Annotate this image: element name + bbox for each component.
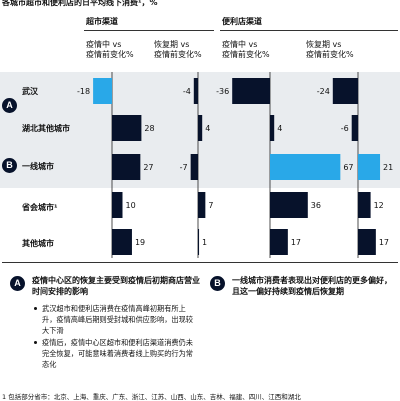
bar-s1-r4 [198,229,200,255]
channel-supermarket: 超市渠道 [86,17,118,26]
note-b-heading: 一线城市消费者表现出对便利店的更多偏好，且这一偏好持续到疫情后恢复期 [232,276,392,296]
row-label-tier1: 一线城市 [22,162,54,171]
bar-label-s3-r0: -24 [317,87,330,96]
bar-label-s2-r2: 67 [343,163,353,172]
column-header-conv-recovery: 恢复期 vs 疫情前变化% [306,40,354,59]
bar-s3-r4 [358,229,376,255]
footnote: 1 包括部分省市：北京、上海、重庆、广东、浙江、江苏、山西、山东、吉林、福建、四… [2,393,301,401]
bar-label-s1-r1: 4 [205,124,210,133]
bar-label-s0-r1: 28 [144,124,154,133]
column-header-super-recovery: 恢复期 vs 疫情前变化% [154,40,202,59]
bar-s1-r0 [193,78,198,104]
bar-label-s2-r0: -36 [216,87,229,96]
bar-s2-r2 [270,154,341,180]
bar-label-s3-r1: -6 [341,124,349,133]
bar-s0-r0 [93,78,112,104]
row-label-provincial: 省会城市¹ [22,203,58,212]
bar-label-s0-r0: -18 [77,87,90,96]
note-a-bullet-1: 武汉超市和便利店消费在疫情高峰初期有所上升，疫情高峰后期则受封城和供应影响，出现… [34,303,200,336]
badge-b: B [2,158,17,173]
bar-s1-r3 [198,192,206,218]
bar-s3-r3 [358,192,371,218]
bar-label-s1-r2: -7 [180,163,188,172]
bar-label-s3-r2: 21 [383,163,393,172]
bar-s1-r1 [198,115,203,141]
bar-label-s0-r3: 10 [126,201,136,210]
bar-s3-r1 [351,115,358,141]
bar-label-s1-r0: -4 [183,87,191,96]
channel-convenience: 便利店渠道 [222,17,262,26]
bar-label-s2-r1: 4 [277,124,282,133]
channel-convenience-rule [220,30,398,31]
bar-s2-r1 [270,115,275,141]
bar-label-s0-r4: 19 [135,238,145,247]
chart-title: 各城市超市和便利店的日平均线下消费¹，% [2,0,158,7]
bar-label-s3-r3: 12 [374,201,384,210]
bar-label-s0-r2: 27 [143,163,153,172]
bar-s2-r0 [232,78,270,104]
row-label-hubei-others: 湖北其他城市 [22,124,70,133]
note-a-bullet-2: 疫情后，疫情中心区超市和便利店渠道消费仍未完全恢复，可能意味着消费者线上购买的行… [34,337,200,370]
row-label-wuhan: 武汉 [22,87,38,96]
bar-s0-r1 [112,115,142,141]
badge-a: A [2,98,17,113]
bar-s3-r2 [358,154,381,180]
column-header-super-during: 疫情中 vs 疫情前变化% [86,40,134,59]
bar-label-s2-r3: 36 [311,201,321,210]
bar-s0-r4 [112,229,132,255]
bar-s2-r4 [270,229,288,255]
bar-label-s3-r4: 17 [379,238,389,247]
column-header-conv-during: 疫情中 vs 疫情前变化% [222,40,270,59]
bar-s1-r2 [190,154,198,180]
channel-supermarket-rule [84,30,214,31]
note-a-badge: A [10,276,25,291]
bar-s2-r3 [270,192,308,218]
bar-label-s1-r3: 7 [208,201,213,210]
bar-chart: -18 28 27 10 19 -4 4 -7 7 1 -36 4 67 36 17 -24 -6 21 12 17 [77,72,393,258]
bar-s0-r2 [112,154,141,180]
bar-s0-r3 [112,192,123,218]
note-b-badge: B [210,276,225,291]
note-a-heading: 疫情中心区的恢复主要受到疫情后初期商店营业时间安排的影响 [32,276,200,296]
bar-label-s1-r4: 1 [202,238,207,247]
notes-separator [2,262,398,263]
row-label-other-cities: 其他城市 [22,239,54,248]
bar-label-s2-r4: 17 [291,238,301,247]
bar-s3-r0 [332,78,358,104]
